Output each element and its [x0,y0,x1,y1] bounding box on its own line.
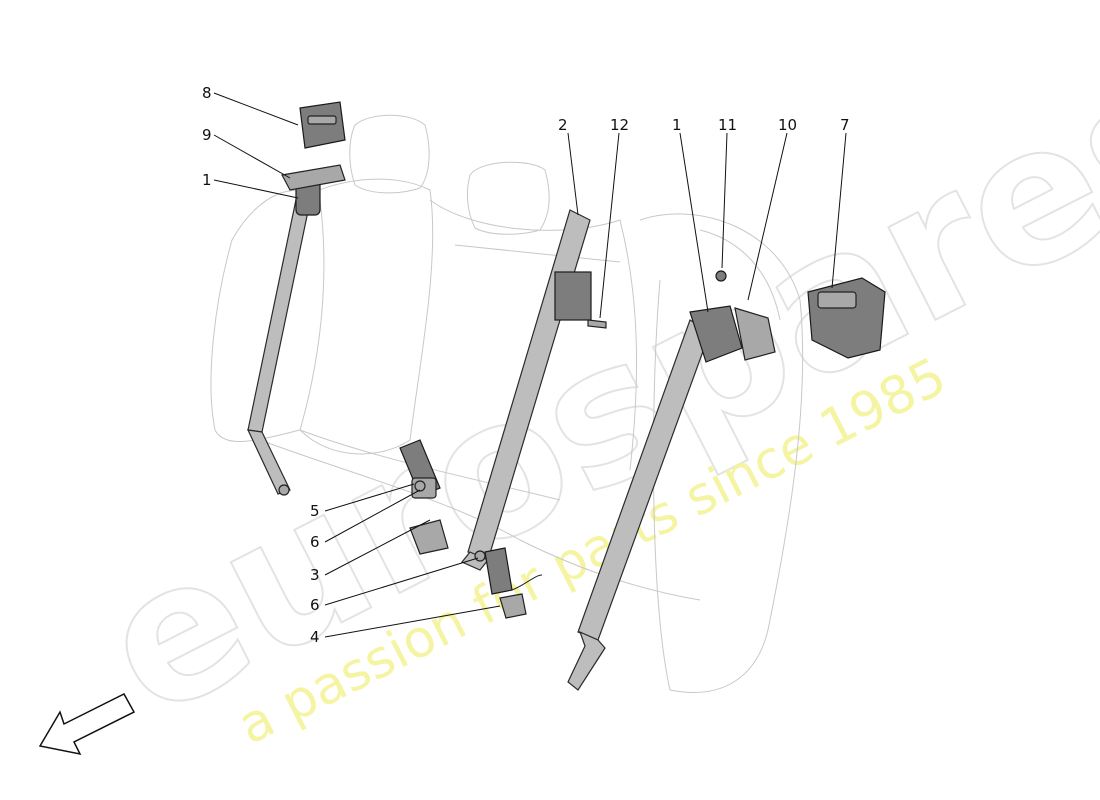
callout-1-right: 1 [672,116,682,134]
callout-1-left: 1 [202,171,212,189]
callout-labels: 8 9 1 2 12 1 11 10 7 5 6 3 6 4 [202,84,850,646]
left-seat-belt-assembly [246,101,346,496]
callout-4: 4 [310,628,320,646]
buckle-assemblies [399,439,543,619]
right-seat-belt-assembly [567,270,886,691]
callout-6-upper: 6 [310,533,320,551]
callout-9: 9 [202,126,212,144]
front-direction-arrow-icon [38,693,136,756]
callout-7: 7 [840,116,850,134]
callout-6-lower: 6 [310,596,320,614]
callout-10: 10 [778,116,797,134]
callout-12: 12 [610,116,629,134]
callout-3: 3 [310,566,320,584]
callout-2: 2 [558,116,568,134]
callout-8: 8 [202,84,212,102]
leader-lines [213,92,847,638]
center-seat-belt-assembly [461,209,607,571]
callout-5: 5 [310,502,320,520]
callout-11: 11 [718,116,737,134]
